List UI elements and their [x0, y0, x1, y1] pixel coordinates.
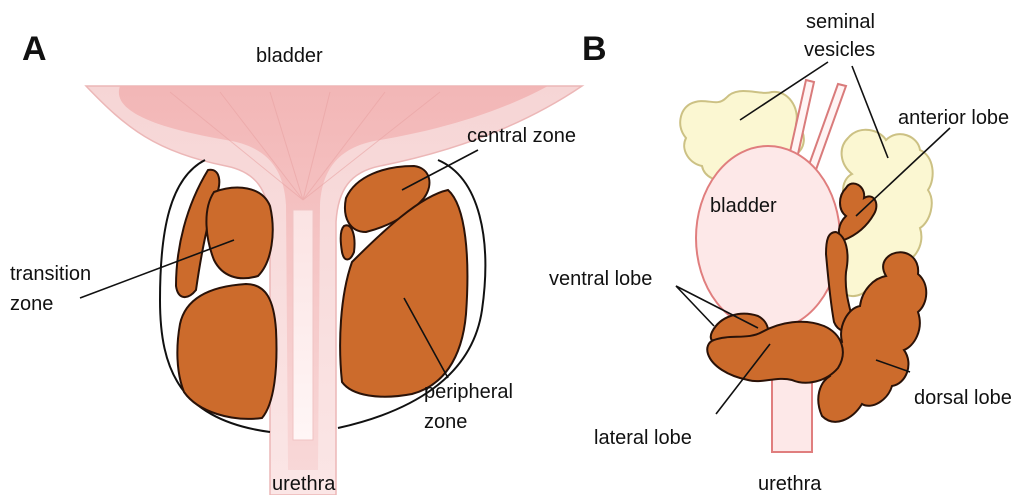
label-lateral-lobe: lateral lobe [594, 427, 692, 449]
label-bladder-b: bladder [710, 195, 777, 217]
label-seminal-vesicles-line2: vesicles [804, 39, 875, 61]
label-transition-zone-line1: transition [10, 263, 91, 285]
label-bladder-a: bladder [256, 45, 323, 67]
bladder-b [696, 146, 840, 330]
label-dorsal-lobe: dorsal lobe [914, 387, 1012, 409]
label-anterior-lobe: anterior lobe [898, 107, 1009, 129]
urethra-channel-a [293, 210, 313, 440]
panel-b-illustration [680, 80, 932, 452]
panel-a-illustration [86, 86, 582, 495]
panel-b: B [549, 11, 1012, 495]
label-peripheral-zone-line1: peripheral [424, 381, 513, 403]
panel-a-letter: A [22, 30, 47, 68]
panel-b-letter: B [582, 30, 607, 68]
label-transition-zone-line2: zone [10, 293, 53, 315]
label-seminal-vesicles-line1: seminal [806, 11, 875, 33]
label-peripheral-zone-line2: zone [424, 411, 467, 433]
label-ventral-lobe: ventral lobe [549, 268, 652, 290]
label-urethra-a: urethra [272, 473, 336, 495]
transition-zone-lobe [206, 188, 272, 279]
label-urethra-b: urethra [758, 473, 822, 495]
label-central-zone: central zone [467, 125, 576, 147]
zone-small-right-sliver [341, 225, 355, 259]
peripheral-zone-left-lobe [177, 284, 276, 419]
panel-a: A [10, 30, 582, 495]
leader-transition-zone [80, 240, 234, 298]
